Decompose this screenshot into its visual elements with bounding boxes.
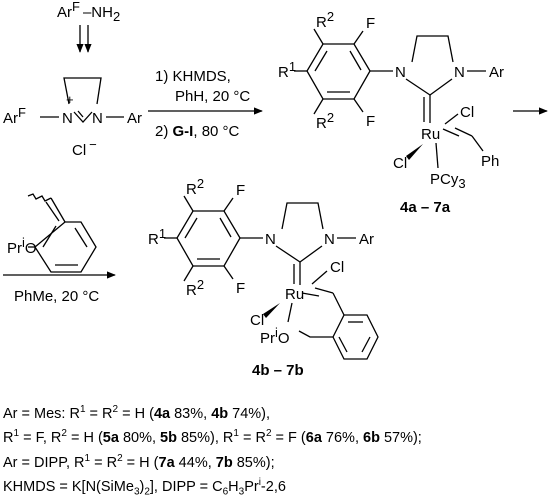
salt-arf: ArF bbox=[3, 105, 26, 127]
conditions-line-1: 1) KHMDS, bbox=[155, 68, 231, 85]
salt-n-right: N bbox=[92, 110, 103, 127]
salt-plus-charge: + bbox=[66, 92, 74, 107]
compound-label-4b-7b: 4b – 7b bbox=[252, 362, 304, 379]
footnote-line: Ar = DIPP, R1 = R2 = H (7a 44%, 7b 85%); bbox=[3, 452, 275, 471]
svg-text:Cl: Cl bbox=[330, 259, 344, 276]
multistep-arrow bbox=[76, 25, 92, 53]
svg-text:PriO: PriO bbox=[260, 325, 290, 347]
footnote-line: KHMDS = K[N(SiMe3)2], DIPP = C6H3Pri-2,6 bbox=[3, 477, 286, 498]
svg-text:Ar: Ar bbox=[489, 64, 504, 81]
svg-text:F: F bbox=[366, 15, 375, 32]
svg-text:R2: R2 bbox=[186, 176, 204, 198]
svg-text:F: F bbox=[236, 280, 245, 297]
reaction-arrow-1: 1) KHMDS, PhH, 20 °C 2) G-I, 80 °C bbox=[148, 68, 263, 140]
svg-text:N: N bbox=[265, 231, 276, 248]
svg-text:R2: R2 bbox=[316, 110, 334, 132]
svg-text:F: F bbox=[366, 113, 375, 130]
product-4b-7b: R2 F R1 R2 F N N Ar Ru Cl Cl PriO 4b – 7… bbox=[148, 176, 379, 379]
svg-text:Cl: Cl bbox=[250, 312, 264, 329]
aryl-amine-reactant: ArF–NH2 bbox=[57, 0, 120, 24]
svg-text:PCy3: PCy3 bbox=[430, 171, 466, 191]
svg-text:Cl: Cl bbox=[460, 104, 474, 121]
svg-text:PriO: PriO bbox=[7, 235, 37, 257]
svg-text:ArF–NH2: ArF–NH2 bbox=[57, 0, 120, 24]
salt-ar: Ar bbox=[127, 110, 142, 127]
svg-text:Ru: Ru bbox=[421, 126, 440, 143]
svg-text:N: N bbox=[324, 231, 335, 248]
svg-text:Ar: Ar bbox=[359, 231, 374, 248]
footnotes: Ar = Mes: R1 = R2 = H (4a 83%, 4b 74%), … bbox=[3, 400, 551, 504]
product-4a-7a: R2 F R1 R2 F N N Ar Ru Cl Cl Ph PCy3 4a … bbox=[278, 9, 504, 216]
svg-text:Ph: Ph bbox=[481, 153, 499, 170]
salt-n-left: N bbox=[62, 110, 73, 127]
svg-text:N: N bbox=[395, 64, 406, 81]
conditions-line-3: 2) G-I, 80 °C bbox=[155, 123, 240, 140]
conditions-line-2: PhH, 20 °C bbox=[175, 88, 250, 105]
svg-text:R2: R2 bbox=[316, 9, 334, 31]
svg-text:R1: R1 bbox=[278, 59, 296, 81]
svg-text:R2: R2 bbox=[186, 277, 204, 299]
reaction-arrow-2: PhMe, 20 °C bbox=[3, 271, 116, 305]
svg-text:Ru: Ru bbox=[285, 286, 304, 303]
svg-text:R1: R1 bbox=[148, 226, 166, 248]
footnote-line: R1 = F, R2 = H (5a 80%, 5b 85%), R1 = R2… bbox=[3, 428, 422, 447]
footnote-line: Ar = Mes: R1 = R2 = H (4a 83%, 4b 74%), bbox=[3, 404, 271, 422]
svg-text:F: F bbox=[236, 182, 245, 199]
svg-text:Cl: Cl bbox=[393, 155, 407, 172]
svg-text:N: N bbox=[454, 64, 465, 81]
salt-chloride: Cl− bbox=[72, 137, 97, 159]
conditions-step-2: PhMe, 20 °C bbox=[14, 288, 99, 305]
imidazolinium-salt: N N + ArF Ar Cl− bbox=[3, 77, 142, 159]
styrenyl-ether-reagent: PriO bbox=[7, 193, 97, 273]
compound-label-4a-7a: 4a – 7a bbox=[400, 199, 451, 216]
